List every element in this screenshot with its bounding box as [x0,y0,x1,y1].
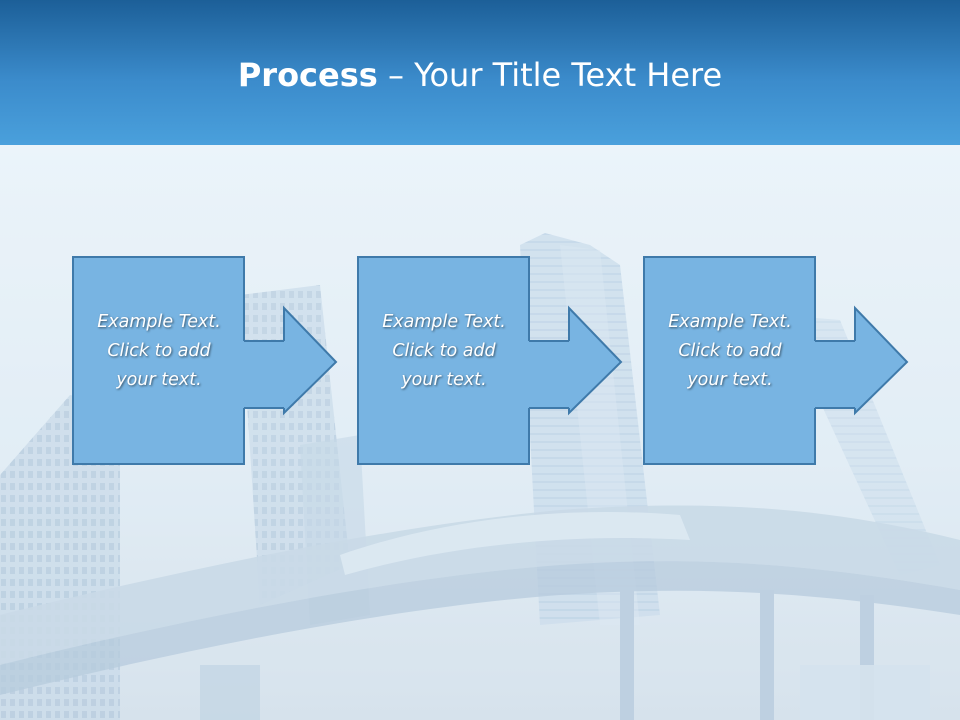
title-bar [0,0,960,145]
step-1-text: Example Text. Click to add your text. [72,308,246,395]
step-2-line-2: Click to add [392,341,496,361]
process-step-2[interactable]: Example Text. Click to add your text. [357,256,627,468]
slide-title-bold: Process [237,56,378,94]
step-2-line-3: your text. [401,370,487,390]
process-step-1[interactable]: Example Text. Click to add your text. [72,256,342,468]
step-1-line-3: your text. [116,370,202,390]
slide-title[interactable]: Process – Your Title Text Here [0,52,960,98]
arrow-box-shape [72,256,338,465]
step-3-line-3: your text. [687,370,773,390]
step-2-line-1: Example Text. [382,312,506,332]
step-1-line-2: Click to add [107,341,211,361]
step-1-line-1: Example Text. [97,312,221,332]
arrow-box-shape [357,256,623,465]
step-3-line-1: Example Text. [668,312,792,332]
arrow-box-shape [643,256,909,465]
process-step-3[interactable]: Example Text. Click to add your text. [643,256,913,468]
slide-title-rest: – Your Title Text Here [377,56,723,94]
step-3-text: Example Text. Click to add your text. [643,308,817,395]
step-2-text: Example Text. Click to add your text. [357,308,531,395]
step-3-line-2: Click to add [678,341,782,361]
